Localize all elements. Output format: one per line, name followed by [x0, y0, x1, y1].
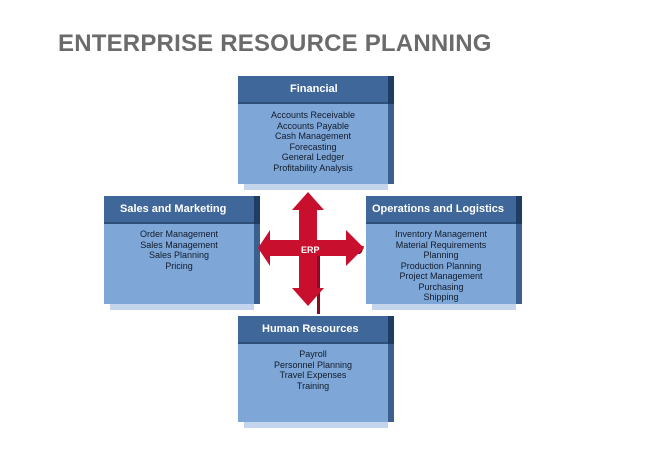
list-item: Production Planning	[400, 260, 482, 271]
slide-title: ENTERPRISE RESOURCE PLANNING	[58, 30, 492, 57]
sales-marketing-module-header: Sales and Marketing	[104, 196, 254, 224]
list-item: General Ledger	[281, 152, 345, 162]
sales-marketing-module: Sales and Marketing Order Management Sal…	[104, 196, 260, 310]
list-item: Shipping	[423, 292, 459, 302]
financial-module-header: Financial	[238, 76, 388, 104]
arrow-shape	[258, 192, 364, 306]
financial-module: Financial Accounts Receivable Accounts P…	[238, 76, 394, 190]
list-item: Purchasing	[418, 281, 464, 292]
operations-logistics-module: Operations and Logistics Inventory Manag…	[366, 196, 522, 310]
list-item: Order Management	[139, 229, 219, 239]
operations-item-list: Inventory Management Material Requiremen…	[366, 229, 516, 303]
list-item: Accounts Receivable	[270, 110, 356, 120]
list-item: Project Management	[399, 271, 483, 281]
list-item: Sales Management	[140, 239, 218, 250]
list-item: Profitability Analysis	[273, 162, 353, 173]
list-item: Sales Planning	[148, 250, 210, 260]
list-item: Payroll	[299, 349, 327, 359]
list-item: Personnel Planning	[273, 359, 353, 370]
financial-item-list: Accounts Receivable Accounts Payable Cas…	[238, 110, 388, 173]
list-item: Inventory Management	[394, 229, 488, 239]
sales-item-list: Order Management Sales Management Sales …	[104, 229, 254, 271]
list-item: Forecasting	[289, 141, 337, 152]
list-item: Training	[296, 380, 330, 391]
list-item: Accounts Payable	[276, 120, 350, 131]
operations-logistics-module-header: Operations and Logistics	[366, 196, 516, 224]
list-item: Cash Management	[274, 131, 352, 141]
list-item: Pricing	[165, 260, 193, 271]
human-resources-module: Human Resources Payroll Personnel Planni…	[238, 316, 394, 428]
human-resources-module-header: Human Resources	[238, 316, 388, 344]
list-item: Material Requirements	[395, 239, 487, 250]
list-item: Travel Expenses	[279, 370, 347, 380]
list-item: Planning	[423, 250, 459, 260]
erp-label: ERP	[301, 245, 320, 255]
hr-item-list: Payroll Personnel Planning Travel Expens…	[238, 349, 388, 391]
four-way-arrow-icon	[258, 192, 364, 314]
